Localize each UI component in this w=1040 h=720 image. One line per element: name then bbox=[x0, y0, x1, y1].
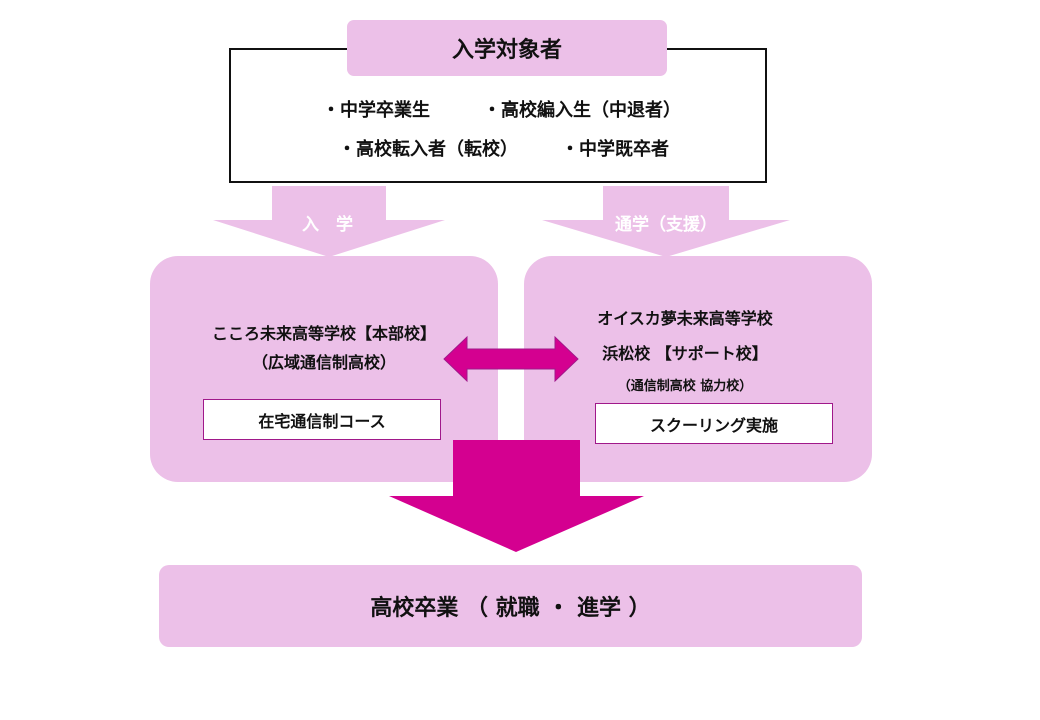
schooling-box: スクーリング実施 bbox=[595, 403, 833, 444]
graduation-arrow bbox=[389, 440, 644, 552]
commute-arrow bbox=[542, 186, 790, 257]
main-school-type: （広域通信制高校） bbox=[251, 353, 396, 372]
support-school-name: オイスカ夢未来高等学校 bbox=[597, 309, 773, 328]
target-title: 入学対象者 bbox=[347, 20, 667, 76]
link-double-arrow bbox=[443, 335, 579, 383]
target-item-transfer-dropout: ・高校編入生（中退者） bbox=[483, 100, 681, 121]
main-school-name: こころ未来高等学校【本部校】 bbox=[211, 324, 436, 343]
graduation-box: 高校卒業 （ 就職 ・ 進学 ） bbox=[159, 565, 862, 647]
enroll-arrow-label: 入 学 bbox=[302, 215, 353, 235]
target-item-transfer-school: ・高校転入者（転校） bbox=[338, 139, 518, 160]
support-school-panel bbox=[524, 256, 872, 482]
target-item-past-grad: ・中学既卒者 bbox=[561, 139, 669, 160]
support-school-branch: 浜松校 【サポート校】 bbox=[602, 344, 768, 363]
enroll-arrow bbox=[213, 186, 445, 257]
support-school-role: （通信制高校 協力校） bbox=[617, 379, 753, 394]
home-course-box: 在宅通信制コース bbox=[203, 399, 441, 440]
main-school-panel bbox=[150, 256, 498, 482]
target-item-junior-grad: ・中学卒業生 bbox=[322, 100, 430, 121]
commute-arrow-label: 通学（支援） bbox=[615, 215, 717, 235]
